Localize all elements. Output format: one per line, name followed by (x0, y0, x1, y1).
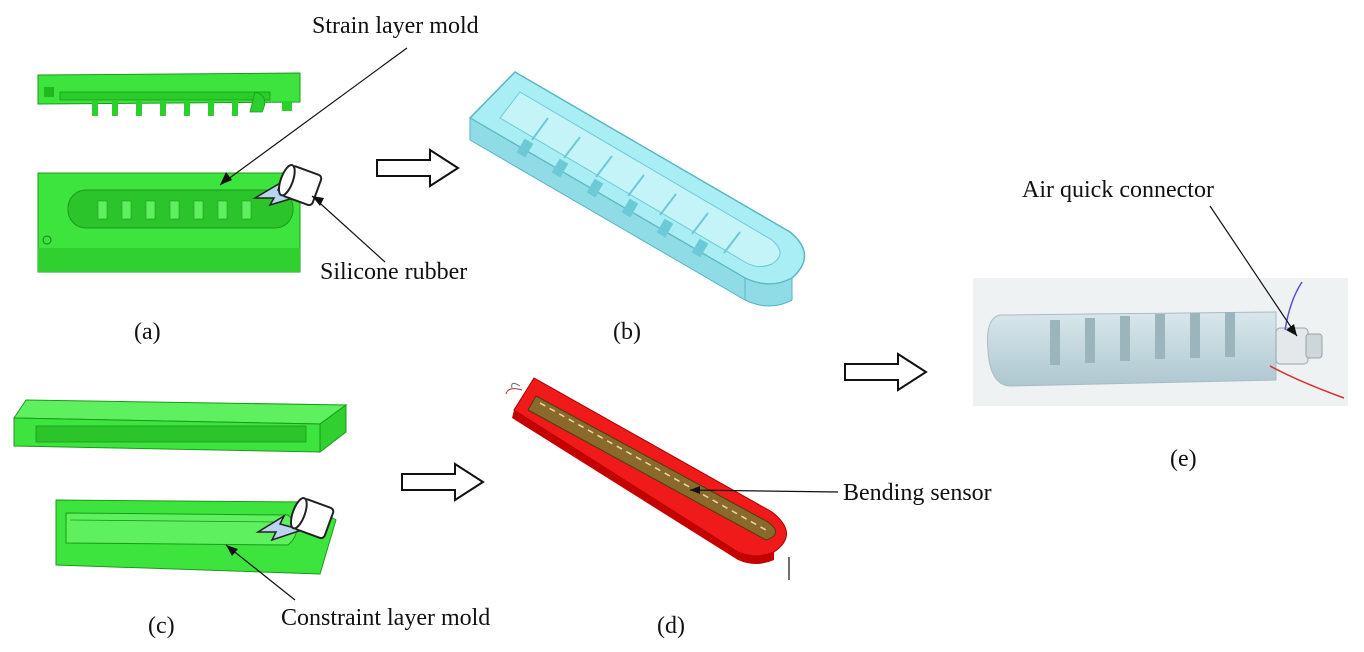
air-quick-connector-label: Air quick connector (1022, 177, 1214, 203)
constraint-mold-top-part (13, 399, 348, 454)
strain-layer-mold-label: Strain layer mold (312, 13, 479, 39)
strain-mold-top-part (37, 72, 301, 116)
bending-sensor-label: Bending sensor (843, 480, 992, 506)
pour-cup-icon (255, 497, 335, 542)
hollow-right-arrow-icon (844, 352, 928, 392)
air-connector-leader (1209, 205, 1298, 337)
silicone-rubber-label: Silicone rubber (320, 259, 468, 285)
hollow-right-arrow-icon (401, 462, 485, 502)
caption-e: (e) (1170, 446, 1197, 472)
actuator-photo (973, 278, 1348, 406)
caption-a: (a) (134, 319, 161, 345)
bending-sensor-leader (689, 489, 839, 493)
hollow-right-arrow-icon (376, 148, 460, 188)
caption-d: (d) (657, 613, 685, 639)
constraint-mold-leader (225, 544, 296, 601)
pour-cup-icon (252, 164, 323, 207)
caption-b: (b) (613, 319, 641, 345)
strain-mold-bottom-part (37, 172, 301, 273)
strain-mold-leader (219, 47, 408, 186)
sensor-layer-assembly (505, 377, 787, 564)
caption-c: (c) (148, 613, 175, 639)
silicone-rubber-leader (311, 195, 386, 263)
constraint-layer-mold-label: Constraint layer mold (281, 605, 491, 631)
cast-strain-layer (468, 71, 806, 307)
